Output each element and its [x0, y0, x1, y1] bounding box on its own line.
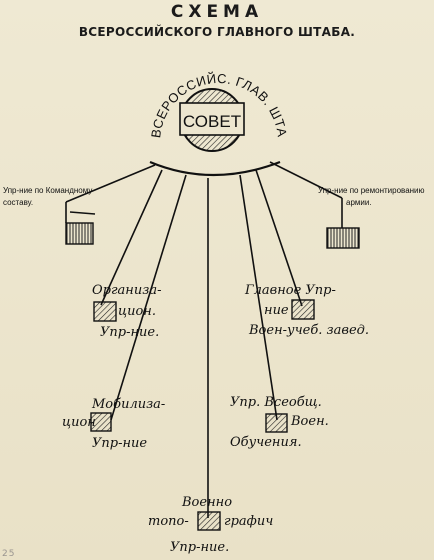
topo-label-line2b: графич: [224, 514, 274, 529]
org-label-line1: Организа-: [92, 283, 162, 298]
main-label-line2: ние: [264, 303, 289, 318]
main-box: [291, 299, 315, 320]
command-note-line2: составу.: [3, 198, 34, 207]
line-to-main: [255, 169, 303, 307]
org-label-line3: Упр-ние.: [100, 325, 160, 340]
topo-box: [197, 511, 221, 531]
command-mark: [69, 211, 96, 215]
council-label: СОВЕТ: [183, 112, 241, 131]
mob-label-line1: Мобилиза-: [92, 397, 166, 412]
mob-label-line2: цион: [62, 415, 96, 430]
vseob-label-line2: Воен.: [291, 414, 329, 429]
hub-arc: [149, 160, 281, 177]
command-note-line1: Упр-ние по Командному: [3, 186, 93, 195]
line-to-vseob: [239, 174, 278, 421]
vseob-label-line3: Обучения.: [230, 435, 302, 450]
remount-note-line2: армии.: [346, 198, 372, 207]
command-box: [65, 222, 94, 245]
topo-label-line1: Военно: [182, 495, 233, 510]
vseob-label-line1: Упр. Всеобщ.: [230, 395, 322, 410]
line-to-command: [65, 164, 156, 203]
org-label-line2: цион.: [118, 304, 156, 319]
diagram-subtitle: ВСЕРОССИЙСКОГО ГЛАВНОГО ШТАБА.: [78, 25, 356, 39]
mob-box: [90, 412, 112, 432]
vseob-box: [265, 413, 288, 433]
line-to-org: [100, 169, 163, 306]
remount-note-line1: Упр-ние по ремонтированию: [318, 186, 425, 195]
council-label-box: [179, 102, 245, 136]
remount-box: [326, 227, 360, 249]
main-label-line1: Главное Упр-: [245, 283, 336, 298]
main-label-line3: Воен-учеб. завед.: [249, 323, 370, 338]
council-arc-textpath: ВСЕРОССИЙС. ГЛАВ. ШТАБА: [0, 0, 289, 139]
line-to-remount: [269, 161, 343, 199]
corner-page-mark: 25: [2, 549, 16, 559]
line-to-mob: [110, 174, 187, 421]
diagram-title: СХЕМА: [170, 2, 264, 22]
topo-label-line2a: топо-: [148, 514, 189, 529]
mob-label-line3: Упр-ние: [92, 436, 148, 451]
topo-label-line3: Упр-ние.: [170, 540, 230, 555]
council-arc-text: ВСЕРОССИЙС. ГЛАВ. ШТАБА: [0, 0, 290, 139]
org-box: [93, 301, 117, 322]
branch-lines: [65, 161, 343, 518]
